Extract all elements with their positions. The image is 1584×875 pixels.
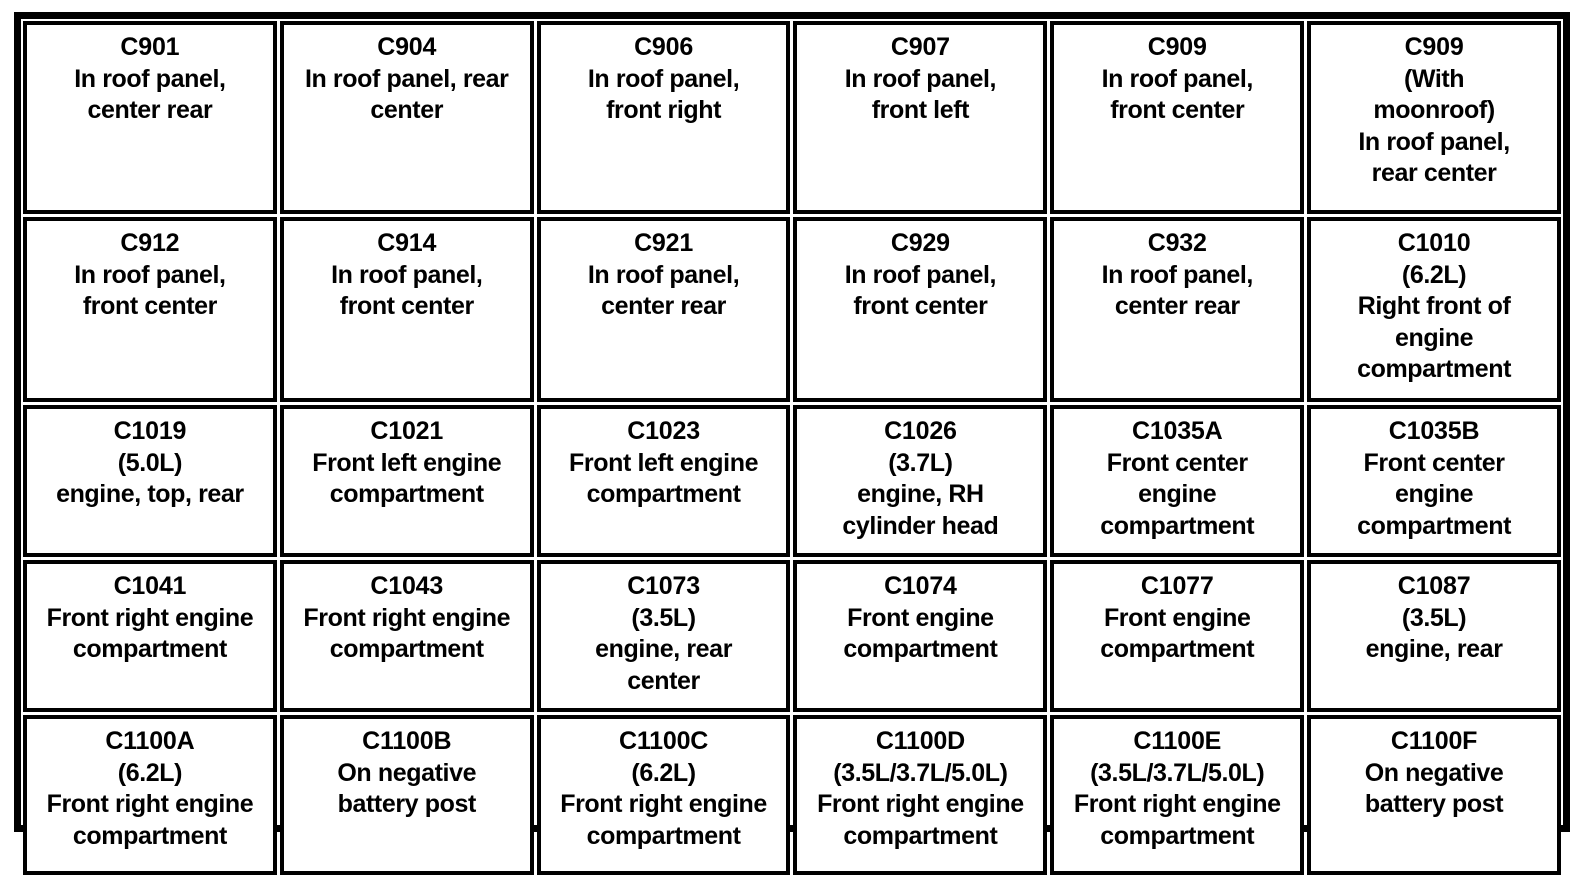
connector-location: (3.5L) engine, rear <box>1365 603 1503 664</box>
connector-code: C907 <box>890 33 950 61</box>
connector-location: (3.5L/3.7L/5.0L) Front right engine comp… <box>817 758 1024 850</box>
connector-location: On negative battery post <box>337 758 477 819</box>
connector-code: C1100E <box>1133 727 1222 755</box>
connector-code: C1100F <box>1390 727 1478 755</box>
connector-cell: C906 In roof panel, front right <box>536 21 791 214</box>
connector-location: In roof panel, center rear <box>587 260 740 321</box>
connector-code: C1100A <box>105 727 195 755</box>
connector-location: Front right engine compartment <box>46 603 254 664</box>
connector-code: C1087 <box>1397 572 1471 600</box>
connector-code: C929 <box>890 229 950 257</box>
connector-cell: C901 In roof panel, center rear <box>23 21 277 214</box>
connector-location: Front center engine compartment <box>1357 448 1512 540</box>
connector-location: In roof panel, front center <box>1101 64 1254 125</box>
connector-code: C1023 <box>627 417 700 445</box>
connector-location: In roof panel, front left <box>844 64 997 125</box>
connector-location: Front engine compartment <box>1100 603 1255 664</box>
connector-code: C921 <box>634 229 694 257</box>
connector-location: (3.7L) engine, RH cylinder head <box>842 448 999 540</box>
connector-cell: C1100E (3.5L/3.7L/5.0L) Front right engin… <box>1050 715 1305 875</box>
connector-code: C1073 <box>627 572 700 600</box>
connector-cell: C1019 (5.0L) engine, top, rear <box>23 405 277 557</box>
connector-location: (3.5L) engine, rear center <box>595 603 733 695</box>
connector-code: C1021 <box>370 417 444 445</box>
connector-cell: C909 In roof panel, front center <box>1050 21 1305 214</box>
connector-cell: C1010 (6.2L) Right front of engine compar… <box>1307 217 1561 402</box>
connector-cell: C1100C (6.2L) Front right engine compartm… <box>536 715 791 875</box>
connector-code: C1100C <box>618 727 709 755</box>
connector-location: Front right engine compartment <box>303 603 511 664</box>
connector-location: Front center engine compartment <box>1100 448 1255 540</box>
connector-code: C1010 <box>1397 229 1471 257</box>
connector-code: C932 <box>1147 229 1207 257</box>
connector-code: C901 <box>120 33 180 61</box>
connector-location: On negative battery post <box>1364 758 1504 819</box>
connector-location: Front left engine compartment <box>569 448 759 509</box>
connector-code: C904 <box>377 33 437 61</box>
connector-location: Front engine compartment <box>843 603 998 664</box>
connector-cell: C1100D (3.5L/3.7L/5.0L) Front right engin… <box>793 715 1048 875</box>
connector-code: C1100B <box>362 727 452 755</box>
connector-cell: C921 In roof panel, center rear <box>536 217 791 402</box>
connector-cell: C1087 (3.5L) engine, rear <box>1307 560 1561 712</box>
connector-location: (5.0L) engine, top, rear <box>56 448 244 509</box>
connector-cell: C1035B Front center engine compartment <box>1307 405 1561 557</box>
connector-table-frame: C901 In roof panel, center rear C904 In roo… <box>14 12 1570 875</box>
connector-code: C1035A <box>1131 417 1223 445</box>
connector-location: (With moonroof) In roof panel, rear cent… <box>1358 64 1510 188</box>
connector-location: (6.2L) Front right engine compartment <box>560 758 767 850</box>
connector-location: (6.2L) Right front of engine compartment <box>1357 260 1512 384</box>
connector-location: In roof panel, rear center <box>304 64 509 125</box>
connector-code: C1100D <box>875 727 965 755</box>
connector-cell: C907 In roof panel, front left <box>793 21 1048 214</box>
connector-cell: C904 In roof panel, rear center <box>279 21 534 214</box>
connector-location: In roof panel, front right <box>587 64 740 125</box>
connector-cell: C932 In roof panel, center rear <box>1050 217 1305 402</box>
connector-cell: C912 In roof panel, front center <box>23 217 277 402</box>
connector-code: C1077 <box>1140 572 1214 600</box>
connector-cell: C909 (With moonroof) In roof panel, rear … <box>1307 21 1561 214</box>
connector-code: C1019 <box>113 417 187 445</box>
connector-cell: C1026 (3.7L) engine, RH cylinder head <box>793 405 1048 557</box>
connector-code: C906 <box>634 33 694 61</box>
connector-cell: C929 In roof panel, front center <box>793 217 1048 402</box>
connector-code: C909 <box>1404 33 1464 61</box>
connector-code: C1041 <box>113 572 187 600</box>
connector-code: C912 <box>120 229 180 257</box>
connector-cell: C1100A (6.2L) Front right engine compartm… <box>23 715 277 875</box>
connector-table-grid: C901 In roof panel, center rear C904 In roo… <box>23 21 1561 875</box>
connector-code: C1035B <box>1388 417 1480 445</box>
connector-cell: C1073 (3.5L) engine, rear center <box>536 560 791 712</box>
connector-code: C909 <box>1147 33 1207 61</box>
connector-location: In roof panel, center rear <box>1101 260 1254 321</box>
connector-cell: C1100B On negative battery post <box>279 715 534 875</box>
connector-code: C1043 <box>370 572 444 600</box>
connector-code: C914 <box>377 229 437 257</box>
connector-location: Front left engine compartment <box>312 448 502 509</box>
connector-cell: C914 In roof panel, front center <box>279 217 534 402</box>
connector-cell: C1100F On negative battery post <box>1307 715 1561 875</box>
connector-code: C1074 <box>884 572 957 600</box>
connector-cell: C1035A Front center engine compartment <box>1050 405 1305 557</box>
connector-location: (6.2L) Front right engine compartment <box>46 758 254 850</box>
connector-location: (3.5L/3.7L/5.0L) Front right engine comp… <box>1073 758 1281 850</box>
connector-location: In roof panel, center rear <box>74 64 226 125</box>
connector-code: C1026 <box>884 417 957 445</box>
connector-location: In roof panel, front center <box>844 260 997 321</box>
connector-location: In roof panel, front center <box>331 260 483 321</box>
connector-location: In roof panel, front center <box>74 260 226 321</box>
